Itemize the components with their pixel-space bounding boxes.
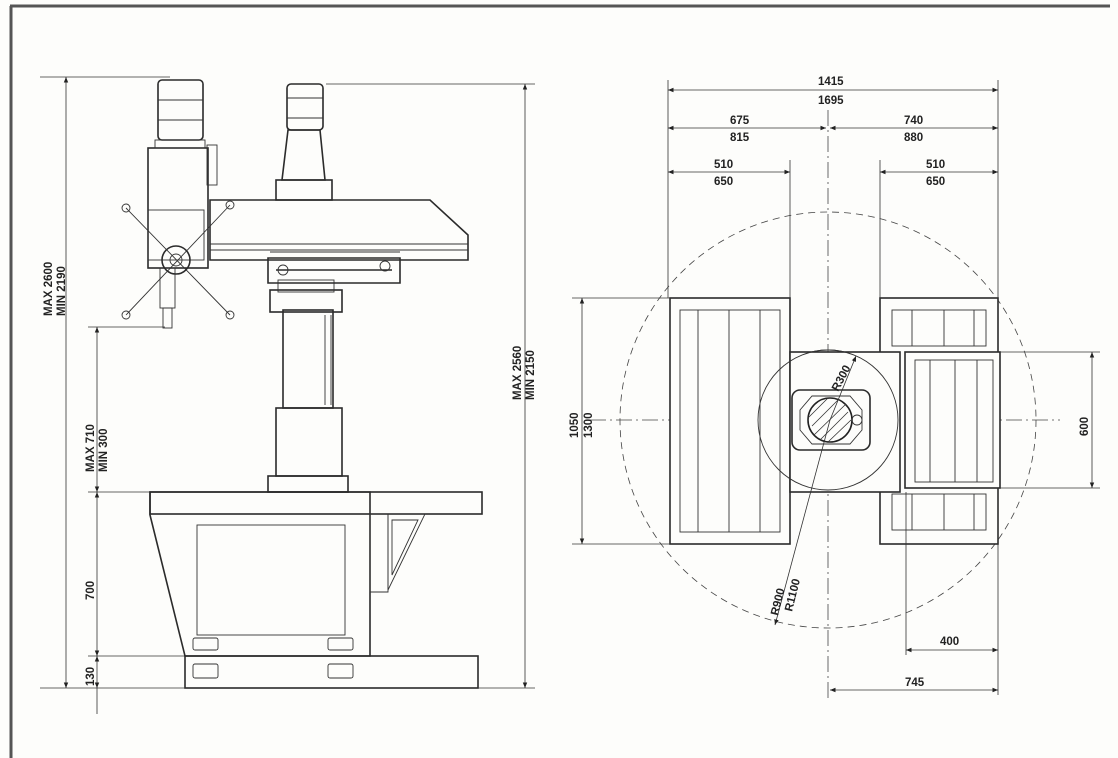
table-height-label: 700 (85, 581, 97, 600)
overall-width-label-b: 1695 (818, 95, 844, 107)
left-table-label-b: 650 (714, 176, 733, 188)
offset-745-label: 745 (905, 677, 925, 689)
total-height-min-label: MIN 2190 (56, 266, 68, 316)
base-height-label: 130 (85, 667, 97, 686)
base-depth-label-b: 1300 (583, 412, 595, 438)
side-view-machine (121, 79, 483, 689)
side-view-dimensions (40, 76, 535, 714)
side-view-labels: MAX 2600 MIN 2190 MAX 710 MIN 300 700 13… (43, 262, 537, 686)
arm-height-max-label: MAX 2560 (512, 346, 524, 400)
top-view-machine (590, 110, 1060, 700)
right-table-label-a: 510 (926, 159, 945, 171)
arm-height-min-label: MIN 2150 (525, 350, 537, 400)
right-half-label-b: 880 (904, 132, 923, 144)
total-height-max-label: MAX 2600 (43, 262, 55, 316)
right-table-label-b: 650 (926, 176, 945, 188)
overall-width-label-a: 1415 (818, 76, 844, 88)
base-depth-label-a: 1050 (569, 412, 581, 438)
spindle-travel-max-label: MAX 710 (85, 424, 97, 472)
left-half-label-a: 675 (730, 115, 750, 127)
spindle-travel-min-label: MIN 300 (98, 429, 110, 472)
offset-400-label: 400 (940, 636, 959, 648)
top-view-dimensions (572, 80, 1100, 695)
right-half-label-a: 740 (904, 115, 923, 127)
left-table-label-a: 510 (714, 159, 733, 171)
left-half-label-b: 815 (730, 132, 750, 144)
page-frame (9, 4, 1110, 758)
table-depth-label: 600 (1079, 417, 1091, 436)
